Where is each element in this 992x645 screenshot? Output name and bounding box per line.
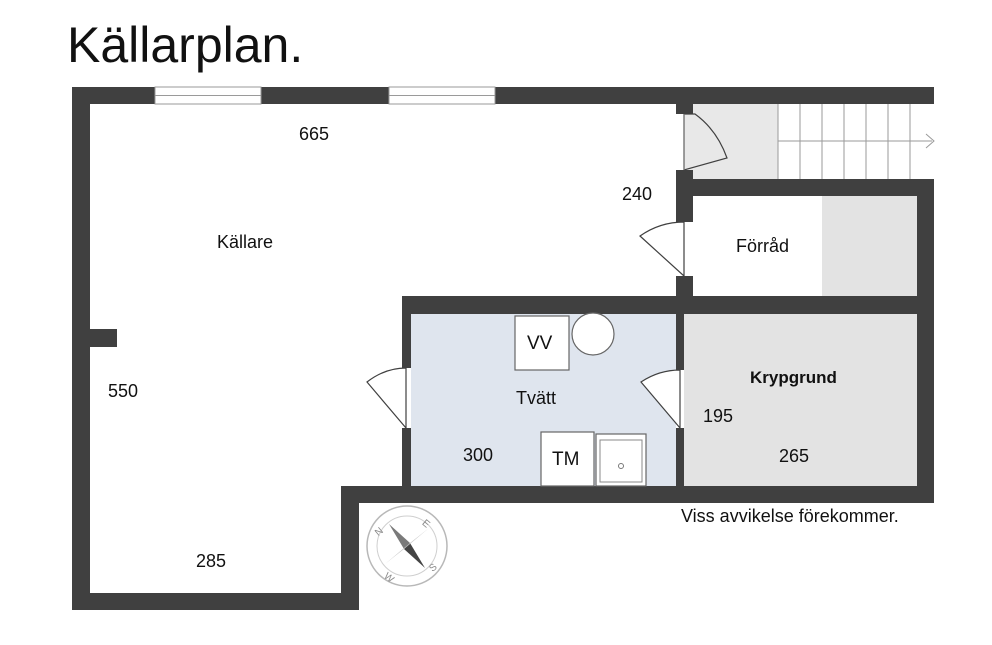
dimension-550: 550 bbox=[108, 381, 139, 401]
sink-basin bbox=[599, 439, 643, 483]
plan-title: Källarplan. bbox=[67, 17, 304, 73]
staircase bbox=[777, 104, 935, 179]
sink-drain bbox=[618, 463, 624, 469]
crawlspace-floor bbox=[684, 314, 918, 488]
washing-machine bbox=[540, 431, 595, 487]
fixture-label-vv: VV bbox=[527, 333, 553, 354]
dimension-265: 265 bbox=[779, 446, 810, 466]
dimension-195: 195 bbox=[703, 406, 734, 426]
room-label-forrad: Förråd bbox=[736, 236, 790, 256]
fixture-label-tm: TM bbox=[552, 449, 580, 470]
door-laundry bbox=[366, 367, 407, 430]
walls bbox=[72, 87, 934, 610]
room-label-krypgrund: Krypgrund bbox=[750, 368, 837, 387]
room-label-kallare: Källare bbox=[217, 232, 274, 252]
windows bbox=[154, 86, 496, 105]
door-stairs bbox=[683, 113, 728, 171]
dimension-240: 240 bbox=[622, 184, 653, 204]
compass-icon: N E S W bbox=[366, 505, 448, 587]
dimension-300: 300 bbox=[463, 445, 494, 465]
room-label-tvatt: Tvätt bbox=[516, 388, 557, 408]
storage-shaded-area bbox=[822, 196, 918, 296]
disclaimer-text: Viss avvikelse förekommer. bbox=[681, 506, 899, 526]
boiler-tank bbox=[571, 312, 615, 356]
water-heater bbox=[514, 315, 570, 371]
doors bbox=[366, 113, 728, 430]
dimension-665: 665 bbox=[299, 124, 330, 144]
dimension-285: 285 bbox=[196, 551, 227, 571]
sink bbox=[595, 433, 647, 487]
door-crawlspace bbox=[640, 369, 681, 430]
door-storage bbox=[639, 221, 685, 278]
